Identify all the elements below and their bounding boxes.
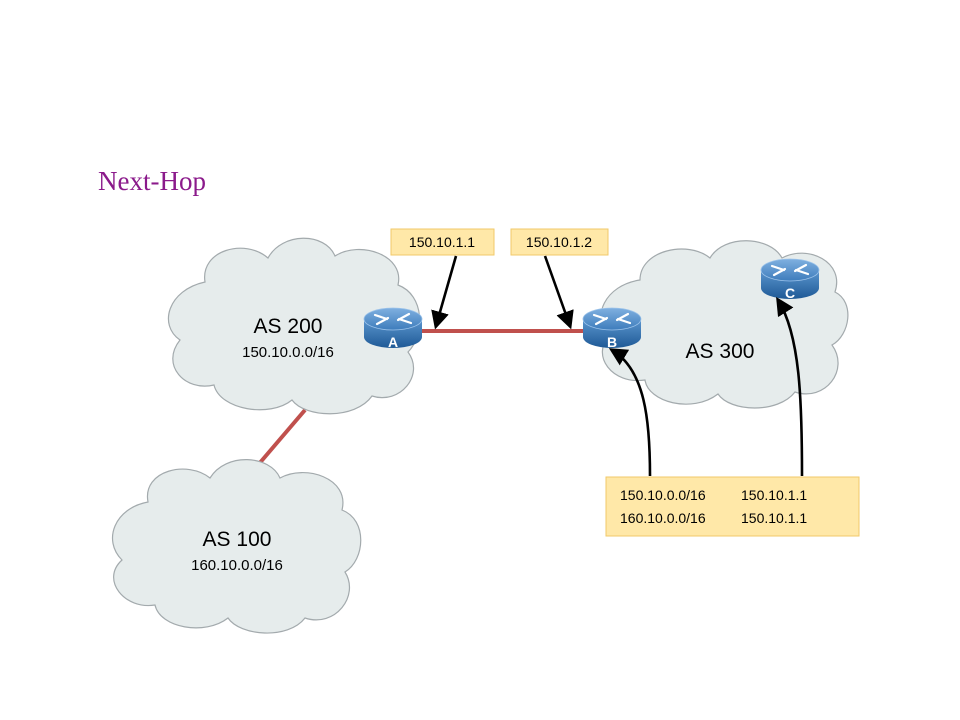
- router-a-arrows-icon: [373, 312, 413, 326]
- link-as100-as200: [256, 408, 307, 467]
- callout-ip-b-text: 150.10.1.2: [526, 234, 592, 250]
- routing-table-row-2-prefix: 160.10.0.0/16: [620, 510, 706, 526]
- callout-ip-a: 150.10.1.1: [390, 228, 495, 256]
- routing-table-callout: 150.10.0.0/16 150.10.1.1 160.10.0.0/16 1…: [605, 476, 860, 537]
- arrow-ip-a: [431, 255, 458, 330]
- router-a: A: [363, 307, 423, 350]
- cloud-as100: AS 100 160.10.0.0/16: [111, 459, 362, 634]
- arrow-table-to-b: [608, 348, 652, 477]
- cloud-as100-prefix: 160.10.0.0/16: [191, 557, 283, 574]
- cloud-as100-name: AS 100: [203, 528, 272, 551]
- routing-table-row-2-next-hop: 150.10.1.1: [741, 510, 807, 526]
- router-b-arrows-icon: [592, 312, 632, 326]
- slide-title: Next-Hop: [98, 166, 206, 196]
- router-b-label: B: [607, 334, 617, 350]
- cloud-as200-prefix: 150.10.0.0/16: [242, 344, 334, 361]
- callout-ip-a-text: 150.10.1.1: [409, 234, 475, 250]
- callout-ip-b: 150.10.1.2: [510, 228, 609, 256]
- router-b: B: [582, 307, 642, 350]
- routing-table-row-1-next-hop: 150.10.1.1: [741, 487, 807, 503]
- cloud-as300-name: AS 300: [686, 340, 755, 363]
- router-a-label: A: [388, 334, 398, 350]
- router-c: C: [760, 258, 820, 301]
- router-c-label: C: [785, 285, 795, 301]
- router-c-arrows-icon: [770, 263, 810, 277]
- cloud-as200: AS 200 150.10.0.0/16: [167, 237, 421, 415]
- cloud-as200-name: AS 200: [254, 315, 323, 338]
- routing-table-row-1-prefix: 150.10.0.0/16: [620, 487, 706, 503]
- arrow-table-to-c: [776, 296, 804, 477]
- arrow-ip-b: [543, 255, 574, 330]
